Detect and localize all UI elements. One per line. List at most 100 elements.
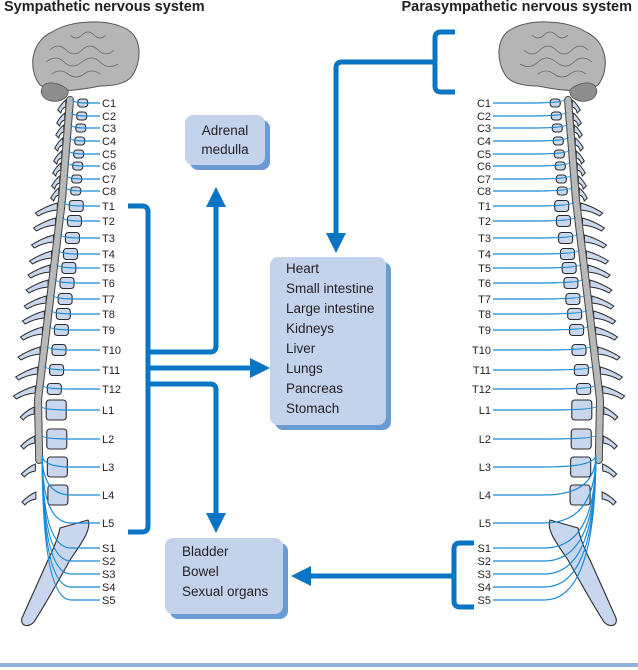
spinous-process (34, 202, 58, 217)
adrenal-medulla-box: Adrenal medulla (185, 115, 265, 165)
spinous-process (593, 310, 617, 325)
spine-label-l5: L5 (102, 518, 114, 530)
nerve-c1 (72, 98, 100, 104)
sacral-bracket (451, 540, 474, 610)
cranial-connector (333, 59, 435, 235)
spinous-process (20, 463, 36, 478)
nerve-t6 (54, 278, 100, 284)
vertebra-body (551, 123, 563, 133)
spinous-process (576, 161, 586, 178)
nerve-t3 (59, 233, 100, 239)
nerve-t1 (63, 201, 100, 207)
vertebra-body (573, 363, 589, 377)
spinal-cord (565, 97, 604, 463)
connector-to-pelvic (148, 381, 219, 515)
spine-label-s5: S5 (478, 595, 491, 607)
spine-label-t5: T5 (102, 263, 115, 275)
vertebra-body (549, 98, 561, 108)
nerve-l1 (493, 405, 598, 411)
spinous-process (12, 385, 36, 400)
spinous-process (57, 98, 67, 115)
spine-label-t3: T3 (478, 233, 491, 245)
nerve-t1 (493, 201, 575, 207)
nerve-c8 (65, 186, 100, 192)
arrow-left-pelvic-icon (291, 566, 311, 586)
nerve-t8 (493, 309, 588, 315)
spinous-process (585, 250, 610, 265)
nerve-t8 (50, 309, 100, 315)
spine-label-t6: T6 (102, 278, 115, 290)
left-spine (12, 96, 90, 627)
spine-label-l4: L4 (102, 490, 114, 502)
spine-label-t6: T6 (478, 278, 491, 290)
spine-label-t8: T8 (102, 309, 115, 321)
sympathetic-title: Sympathetic nervous system (4, 0, 205, 15)
left-brain-icon (32, 21, 140, 102)
spinous-process (602, 385, 626, 400)
nerve-t11 (493, 365, 594, 371)
spine-label-s2: S2 (478, 556, 491, 568)
nerve-t9 (48, 325, 100, 331)
nerve-l2 (41, 434, 100, 440)
spinous-process (589, 279, 613, 294)
spine-label-c6: C6 (102, 161, 116, 173)
spine-label-c1: C1 (102, 98, 116, 110)
left-spine-labels: C1C2C3C4C5C6C7C8T1T2T3T4T5T6T7T8T9T10T11… (40, 98, 121, 607)
spinous-process (571, 98, 581, 115)
arrow-up-adrenal-icon (206, 187, 226, 207)
spinous-process (28, 250, 53, 265)
spine-label-t7: T7 (102, 294, 115, 306)
nerve-t7 (52, 294, 100, 300)
spine-label-c7: C7 (102, 174, 116, 186)
arrow-right-organs-icon (250, 358, 270, 378)
spine-label-t9: T9 (102, 325, 115, 337)
spinous-process (21, 491, 37, 506)
vertebra-body (555, 174, 567, 184)
nerve-t4 (493, 249, 581, 255)
vertebra-body (565, 292, 581, 306)
nerve-t10 (493, 345, 592, 351)
nerve-c3 (70, 123, 100, 129)
spine-label-t8: T8 (478, 309, 491, 321)
spine-label-c3: C3 (102, 123, 116, 135)
pelvic-item: Sexual organs (182, 584, 269, 599)
spinous-process (19, 406, 35, 421)
spinous-process (602, 435, 618, 450)
nerve-c7 (493, 174, 572, 180)
spine-label-t4: T4 (478, 249, 491, 261)
spinous-process (580, 202, 604, 217)
spine-label-l2: L2 (479, 434, 491, 446)
nerve-l1 (40, 405, 100, 411)
spinous-process (51, 174, 61, 191)
spinous-process (14, 366, 39, 381)
vertebra-body (570, 456, 592, 478)
right-spine-labels: C1C2C3C4C5C6C7C8T1T2T3T4T5T6T7T8T9T10T11… (472, 98, 598, 607)
spine-label-l3: L3 (479, 462, 491, 474)
spinous-process (584, 234, 608, 249)
spine-label-t11: T11 (473, 365, 491, 377)
spine-label-t12: T12 (102, 384, 121, 396)
nerve-t2 (61, 216, 100, 222)
nerve-c2 (71, 111, 100, 117)
spinous-process (595, 326, 619, 341)
adrenal-line: Adrenal (201, 123, 249, 138)
spine-label-t4: T4 (102, 249, 115, 261)
spinous-process (597, 346, 621, 361)
nerve-c5 (68, 149, 100, 155)
spinous-process (32, 217, 56, 232)
nerve-t5 (56, 263, 100, 269)
spine-label-s2: S2 (102, 556, 115, 568)
vertebra-body (571, 343, 587, 357)
nerve-c3 (493, 123, 568, 129)
vertebra-body (576, 382, 592, 396)
vertebra-body (554, 161, 566, 171)
spine-label-t3: T3 (102, 233, 115, 245)
spine-label-t10: T10 (102, 345, 121, 357)
spinous-process (56, 111, 66, 128)
spine-label-t10: T10 (472, 345, 491, 357)
spine-label-s1: S1 (102, 543, 115, 555)
organ-item: Pancreas (286, 381, 344, 396)
spinous-process (582, 217, 606, 232)
nerve-c7 (66, 174, 100, 180)
